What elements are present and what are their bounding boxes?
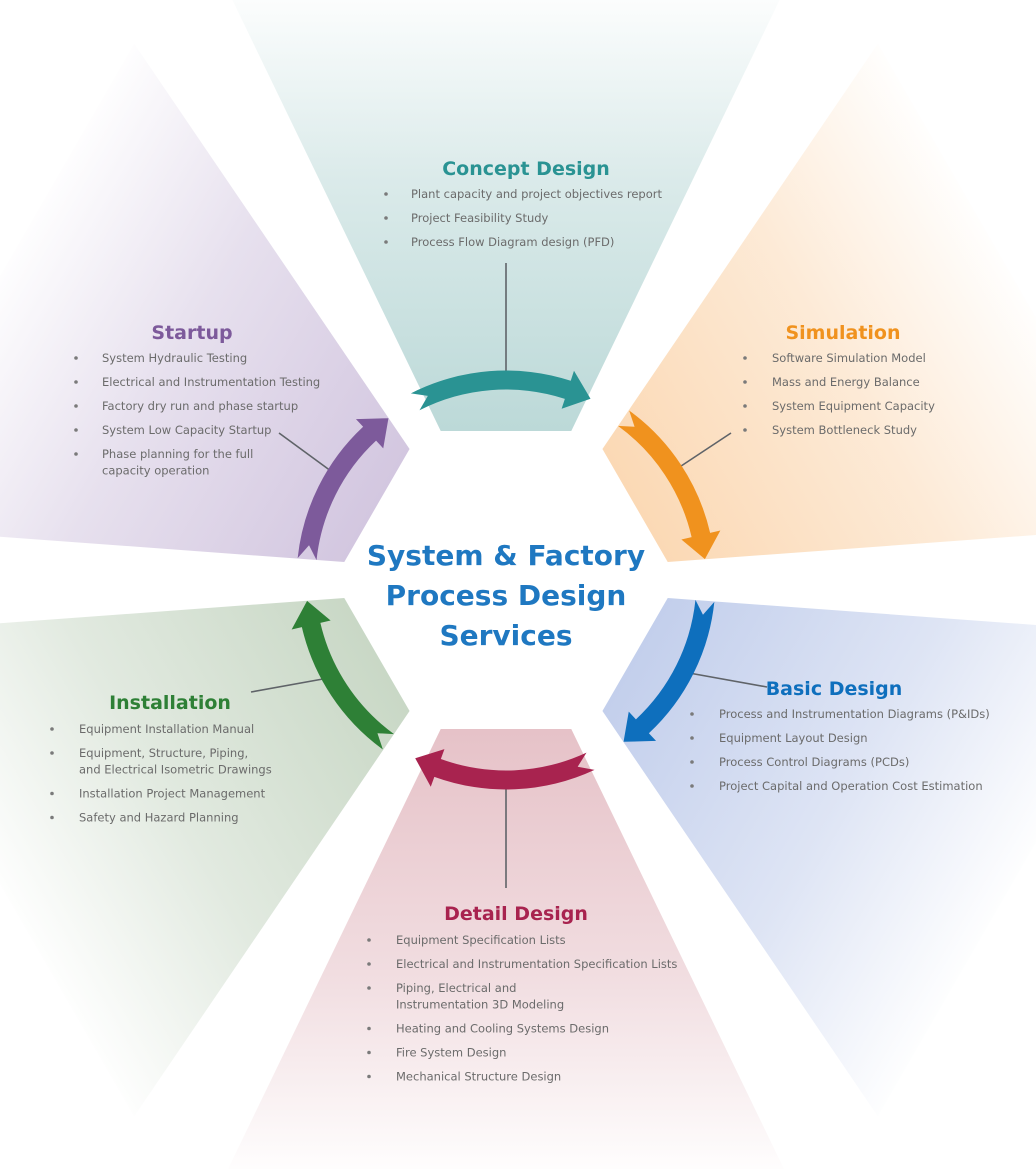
center-title-line-3: Services — [439, 619, 572, 652]
leader-line-startup — [278, 432, 336, 475]
bullet-icon — [743, 356, 747, 360]
bullet-icon — [74, 404, 78, 408]
stage-panel-simulation — [602, 43, 1036, 563]
cycle-arrows — [291, 370, 721, 790]
stage-item-basic-design-2: Process Control Diagrams (PCDs) — [719, 755, 909, 769]
bullet-icon — [74, 428, 78, 432]
stage-item-installation-3: Safety and Hazard Planning — [79, 811, 239, 825]
bullet-icon — [367, 1050, 371, 1055]
bullet-icon — [367, 1074, 371, 1079]
cycle-arrow-detail-design — [415, 749, 595, 790]
bullet-icon — [690, 760, 694, 764]
stage-item-startup-3: System Low Capacity Startup — [102, 423, 271, 437]
bullet-icon — [384, 240, 388, 244]
stage-item-basic-design-1: Equipment Layout Design — [719, 731, 868, 745]
bullet-icon — [367, 962, 371, 966]
stage-item-startup-0: System Hydraulic Testing — [102, 351, 247, 365]
stage-item-startup-4: capacity operation — [102, 464, 209, 478]
cycle-arrow-basic-design — [623, 599, 715, 742]
cycle-arrow-installation — [291, 600, 395, 750]
cycle-arrow-concept-design — [410, 370, 591, 411]
stage-title-detail-design: Detail Design — [444, 903, 588, 925]
bullet-icon — [50, 791, 54, 796]
stage-panel-installation — [0, 597, 410, 1117]
stage-item-detail-design-1: Electrical and Instrumentation Specifica… — [396, 957, 677, 971]
stage-item-basic-design-0: Process and Instrumentation Diagrams (P&… — [719, 707, 990, 721]
stage-item-simulation-3: System Bottleneck Study — [772, 423, 917, 437]
stage-title-basic-design: Basic Design — [766, 678, 903, 700]
bullet-icon — [690, 712, 694, 716]
bullet-icon — [690, 784, 694, 788]
stage-panel-concept-design — [232, 0, 780, 431]
bullet-icon — [384, 192, 388, 196]
stage-title-installation: Installation — [109, 692, 231, 714]
bullet-icon — [743, 380, 747, 384]
stage-title-simulation: Simulation — [785, 322, 900, 344]
stage-item-startup-1: Electrical and Instrumentation Testing — [102, 375, 320, 389]
center-title-line-1: System & Factory — [367, 539, 645, 572]
bullet-icon — [743, 404, 747, 408]
bullet-icon — [74, 356, 78, 360]
stage-panel-startup — [0, 43, 410, 563]
leader-line-installation — [250, 676, 335, 693]
cycle-arrow-simulation — [617, 410, 721, 560]
stage-item-simulation-1: Mass and Energy Balance — [772, 375, 920, 389]
stage-item-concept-design-1: Project Feasibility Study — [411, 211, 549, 225]
stage-item-simulation-0: Software Simulation Model — [772, 351, 926, 365]
bullet-icon — [384, 216, 388, 220]
bullet-icon — [74, 452, 78, 456]
stage-item-startup-2: Factory dry run and phase startup — [102, 399, 298, 413]
bullet-icon — [367, 1026, 371, 1031]
stage-item-detail-design-2: Piping, Electrical and — [396, 981, 516, 995]
stage-item-basic-design-3: Project Capital and Operation Cost Estim… — [719, 779, 983, 793]
stage-item-detail-design-3: Heating and Cooling Systems Design — [396, 1022, 609, 1036]
stage-panel-detail-design — [228, 729, 784, 1169]
stage-item-installation-1: and Electrical Isometric Drawings — [79, 763, 272, 777]
cycle-arrow-startup — [297, 418, 389, 561]
bullet-icon — [50, 751, 54, 755]
bullet-icon — [50, 815, 54, 820]
bullet-icon — [743, 428, 747, 432]
stage-item-concept-design-0: Plant capacity and project objectives re… — [411, 187, 662, 201]
bullet-icon — [74, 380, 78, 384]
stage-item-concept-design-2: Process Flow Diagram design (PFD) — [411, 235, 614, 249]
stage-title-startup: Startup — [151, 322, 232, 344]
stage-item-startup-4: Phase planning for the full — [102, 447, 253, 461]
stage-item-installation-1: Equipment, Structure, Piping, — [79, 746, 248, 760]
bullet-icon — [367, 986, 371, 990]
stage-item-detail-design-5: Mechanical Structure Design — [396, 1070, 561, 1084]
bullet-icon — [690, 736, 694, 740]
stage-item-installation-2: Installation Project Management — [79, 787, 266, 801]
stage-item-installation-0: Equipment Installation Manual — [79, 722, 254, 736]
center-title-line-2: Process Design — [386, 579, 627, 612]
stage-panel-basic-design — [602, 597, 1036, 1117]
stage-item-detail-design-0: Equipment Specification Lists — [396, 933, 566, 947]
stage-item-detail-design-4: Fire System Design — [396, 1046, 506, 1060]
stage-item-simulation-2: System Equipment Capacity — [772, 399, 935, 413]
center-title: System & Factory Process Design Services — [367, 539, 645, 652]
bullet-icon — [50, 727, 54, 731]
stage-item-detail-design-2: Instrumentation 3D Modeling — [396, 998, 564, 1012]
stage-title-concept-design: Concept Design — [442, 158, 610, 180]
bullet-icon — [367, 938, 371, 942]
